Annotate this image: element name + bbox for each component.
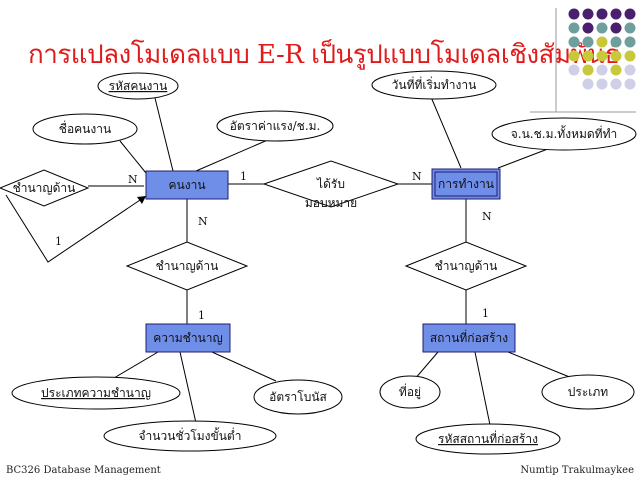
cardinality-hired-employment-n: N bbox=[412, 170, 422, 183]
cardinality-skill-site-1: 1 bbox=[482, 307, 489, 320]
attribute-address-oval bbox=[379, 375, 441, 409]
decor-dot bbox=[624, 64, 636, 76]
line-address bbox=[413, 351, 439, 381]
footer-author: Numtip Trakulmaykee bbox=[520, 465, 634, 476]
decor-dot bbox=[610, 22, 622, 34]
decor-dot bbox=[568, 22, 580, 34]
cardinality-employment-skill-n: N bbox=[482, 210, 492, 223]
line-self-skill-loop bbox=[5, 194, 147, 263]
entity-employment: การทำงาน bbox=[431, 168, 501, 200]
decor-dot bbox=[582, 50, 594, 62]
decor-dot bbox=[568, 36, 580, 48]
relationship-site-skill: ชำนาญด้าน bbox=[404, 241, 528, 291]
relationship-hired-label: ได้รับ bbox=[316, 177, 345, 191]
decor-dot bbox=[582, 22, 594, 34]
attribute-wage-rate: อัตราค่าแรง/ช.ม. bbox=[230, 119, 321, 133]
slide-title: การแปลงโมเดลแบบ E-R เป็นรูปแบบโมเดลเชิงส… bbox=[28, 40, 620, 70]
decor-dot bbox=[568, 64, 580, 76]
line-min-hours bbox=[179, 351, 197, 424]
decor-dot bbox=[610, 36, 622, 48]
line-employee-name bbox=[119, 140, 147, 174]
attribute-min-hours: จำนวนชั่วโมงขั้นต่ำ bbox=[139, 427, 242, 443]
cardinality-self-1: 1 bbox=[55, 235, 62, 248]
relationship-hired: ได้รับ มอบหมาย bbox=[262, 160, 400, 210]
attribute-site-id: รหัสสถานที่ก่อสร้าง bbox=[438, 430, 538, 446]
relationship-self-skill: ชำนาญด้าน bbox=[0, 169, 90, 207]
relationship-hired-sublabel: มอบหมาย bbox=[305, 196, 357, 210]
attribute-skill-type: ประเภทความชำนาญ bbox=[41, 386, 151, 400]
attribute-employee-name: ชื่อคนงาน bbox=[59, 120, 111, 136]
decor-dot bbox=[610, 64, 622, 76]
connector-lines bbox=[5, 96, 573, 426]
decor-dot bbox=[596, 50, 608, 62]
decor-dot bbox=[596, 78, 608, 90]
entity-expertise-label: ความชำนาญ bbox=[153, 331, 222, 345]
decor-dot bbox=[582, 8, 594, 20]
decor-dot bbox=[568, 8, 580, 20]
entity-site-label: สถานที่ก่อสร้าง bbox=[430, 329, 508, 345]
attribute-total-hours-oval bbox=[491, 117, 637, 151]
relationship-self-skill-label: ชำนาญด้าน bbox=[13, 181, 76, 195]
entity-employment-label: การทำงาน bbox=[438, 177, 494, 191]
relationship-site-skill-label: ชำนาญด้าน bbox=[435, 259, 498, 273]
attribute-bonus-rate: อัตราโบนัส bbox=[269, 390, 327, 404]
cardinality-emp-skill-n: N bbox=[198, 215, 208, 228]
decor-dot bbox=[568, 50, 580, 62]
line-bonus-rate bbox=[211, 351, 277, 382]
decor-dot bbox=[624, 50, 636, 62]
attribute-wage-rate-oval bbox=[216, 110, 334, 142]
relationship-employee-skill-label: ชำนาญด้าน bbox=[156, 259, 219, 273]
decor-dot bbox=[596, 64, 608, 76]
attribute-site-id-oval bbox=[415, 423, 561, 455]
line-site-type bbox=[507, 351, 573, 379]
decor-dot bbox=[610, 8, 622, 20]
attribute-employee-name-oval bbox=[32, 113, 138, 145]
line-start-date bbox=[430, 96, 462, 169]
relationship-employee-skill: ชำนาญด้าน bbox=[125, 241, 249, 291]
attribute-skill-type-oval bbox=[11, 376, 181, 410]
decor-dot bbox=[624, 22, 636, 34]
attribute-site-type-oval bbox=[541, 374, 635, 410]
decor-dot bbox=[624, 78, 636, 90]
decorative-dots bbox=[530, 8, 636, 113]
attribute-address: ที่อยู่ bbox=[399, 383, 421, 400]
entity-employee-label: คนงาน bbox=[168, 178, 205, 192]
decor-dot bbox=[596, 22, 608, 34]
attribute-total-hours: จ.น.ช.ม.ทั้งหมดที่ทำ bbox=[511, 125, 618, 141]
entity-site: สถานที่ก่อสร้าง bbox=[422, 323, 516, 353]
decor-dot bbox=[582, 64, 594, 76]
cardinality-emp-hired-1: 1 bbox=[240, 170, 247, 183]
cardinality-self-n: N bbox=[128, 173, 138, 186]
decor-dot bbox=[610, 50, 622, 62]
attribute-employee-id-oval bbox=[97, 72, 179, 100]
line-skill-type bbox=[113, 351, 159, 379]
decor-dot bbox=[610, 78, 622, 90]
attribute-bonus-rate-oval bbox=[253, 379, 343, 415]
cardinality-skill-expertise-1: 1 bbox=[198, 309, 205, 322]
decor-dot bbox=[596, 36, 608, 48]
attribute-start-date: วันที่ที่เริ่มทำงาน bbox=[392, 76, 477, 92]
decor-dot bbox=[624, 36, 636, 48]
decor-dot bbox=[582, 36, 594, 48]
entity-expertise: ความชำนาญ bbox=[145, 323, 231, 353]
attribute-shapes bbox=[11, 70, 637, 455]
attribute-site-type: ประเภท bbox=[568, 385, 609, 399]
line-total-hours bbox=[497, 146, 554, 169]
attribute-min-hours-oval bbox=[103, 420, 277, 452]
decor-dot bbox=[582, 78, 594, 90]
arrowhead bbox=[137, 196, 146, 204]
line-wage-rate bbox=[195, 138, 271, 172]
line-site-id bbox=[474, 351, 491, 426]
attribute-employee-id: รหัสคนงาน bbox=[109, 79, 168, 93]
line-employee-id bbox=[154, 97, 174, 172]
attribute-start-date-oval bbox=[371, 70, 497, 100]
decor-dot bbox=[596, 8, 608, 20]
decor-dot bbox=[624, 8, 636, 20]
footer-course: BC326 Database Management bbox=[6, 465, 161, 476]
entity-employee: คนงาน bbox=[145, 170, 229, 200]
